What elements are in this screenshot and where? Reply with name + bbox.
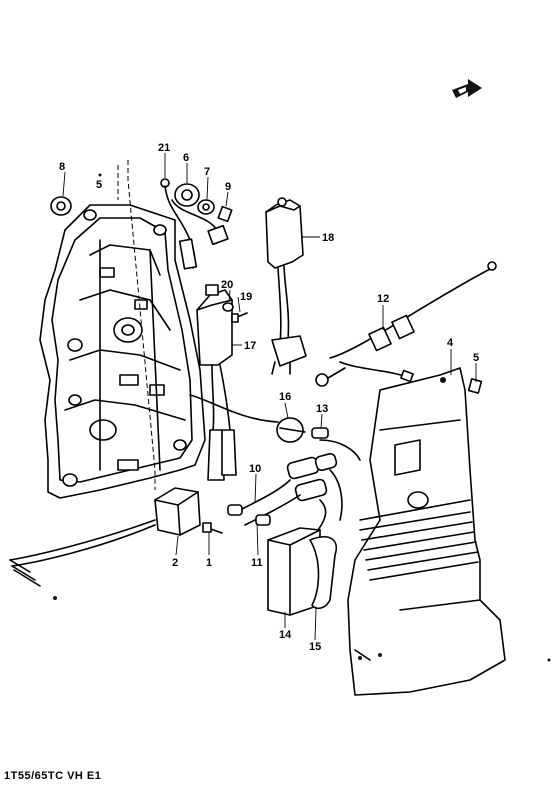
callout-13: 13 [316,403,328,415]
callout-6: 6 [183,152,189,164]
diagram-caption: 1T55/65TC VH E1 [4,770,102,782]
callout-7: 7 [204,166,210,178]
regulator-part-2 [9,487,201,587]
callout-10: 10 [249,463,261,475]
callouts: 8 5 21 6 7 9 18 20 19 17 12 4 5 16 13 10… [59,142,479,653]
grommet-part-6 [174,183,200,207]
washer-part-7 [197,199,215,215]
screw-part-5 [467,378,483,394]
callout-14: 14 [279,629,292,641]
callout-19: 19 [240,291,252,303]
callout-12: 12 [377,293,389,305]
mounting-plate [39,204,206,499]
box-part-14 [267,527,321,616]
dot-mark [98,173,102,177]
dot-mark [547,658,551,662]
callout-9: 9 [225,181,231,193]
washer-part-8 [50,196,72,216]
cable-part-21 [160,178,229,270]
callout-18: 18 [322,232,334,244]
leader-lines [62,153,477,641]
dot-mark [53,596,57,600]
cover-part-4 [347,367,506,696]
fuse-part-13 [311,427,329,439]
bolt-part-19 [231,312,248,323]
callout-20: 20 [221,279,233,291]
cable-part-12 [315,261,497,387]
harness-part-11 [227,439,361,531]
rubber-part-15 [309,536,337,610]
callout-21: 21 [158,142,170,154]
sensor-part-16 [276,417,306,443]
callout-11: 11 [251,557,263,569]
callout-5-top: 5 [96,179,102,191]
cdi-module-part-18 [265,197,307,375]
callout-1: 1 [206,557,212,569]
alignment-line-1 [127,160,156,490]
callout-15: 15 [309,641,321,653]
callout-16: 16 [279,391,291,403]
callout-2: 2 [172,557,178,569]
callout-8: 8 [59,161,65,173]
callout-17: 17 [244,340,256,352]
washer-part-20 [222,302,234,312]
bolt-part-9 [217,205,233,223]
forward-arrow-icon [452,79,482,98]
callout-5-right: 5 [473,352,479,364]
screw-part-1 [202,522,223,534]
callout-4: 4 [447,337,454,349]
